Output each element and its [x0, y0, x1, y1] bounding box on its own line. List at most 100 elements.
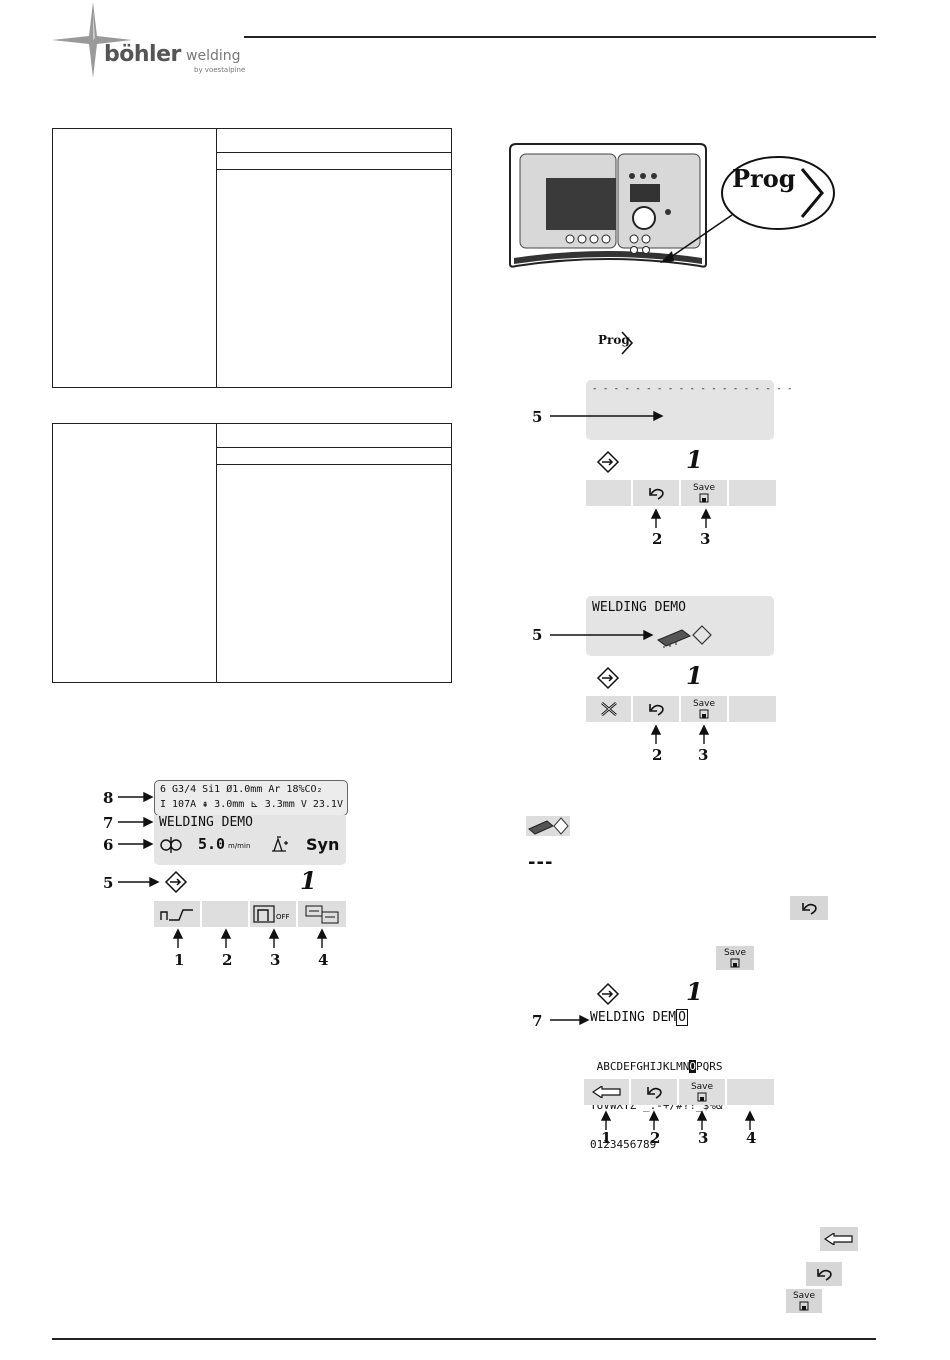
callout-3: 3: [698, 746, 709, 764]
prog-callout-bubble: [660, 156, 835, 263]
demo-program-name: WELDING DEMO: [592, 600, 686, 615]
status-line-1: 6 G3/4 Si1 Ø1.0mm Ar 18%CO₂: [160, 784, 323, 795]
callout-3: 3: [700, 530, 711, 548]
softkey-1[interactable]: [586, 480, 633, 506]
empty-softkey-bar: Save: [586, 480, 776, 506]
floppy-icon: [699, 493, 709, 502]
callout-2: 2: [222, 951, 233, 969]
brand-logo: böhler welding by voestalpine: [52, 2, 252, 78]
torch-icon: [272, 836, 288, 852]
hot-start-icon: [160, 909, 193, 921]
callout-2: 2: [650, 1129, 661, 1147]
undo-icon: [817, 1269, 832, 1281]
softkey-1[interactable]: [154, 901, 202, 927]
empty-callout-arrows: [550, 410, 712, 528]
undo-icon: [649, 488, 664, 500]
callout-7: 7: [103, 814, 114, 832]
job-menu-icon: [305, 905, 339, 924]
char-picker: ABCDEFGHIJKLMNOPQRS TUVWXYZ _.-+/#?!_$%&…: [590, 1034, 729, 1164]
svg-text:OFF: OFF: [276, 913, 290, 921]
brand-suffix: welding: [186, 48, 241, 64]
callout-8: 8: [103, 789, 114, 807]
softkey-2[interactable]: [202, 901, 250, 927]
callout-3: 3: [270, 951, 281, 969]
softkey-undo[interactable]: [631, 1079, 679, 1105]
save-key-icon[interactable]: Save: [716, 946, 754, 970]
brand-name: böhler: [104, 42, 181, 67]
undo-icon: [802, 903, 817, 915]
footer-rule: [52, 1338, 876, 1340]
undo-icon: [649, 704, 664, 716]
softkey-undo[interactable]: [633, 480, 681, 506]
save-key-icon[interactable]: Save: [786, 1289, 822, 1313]
enter-icon: [596, 982, 620, 1006]
status-line-2: I 107A ⇞ 3.0mm ⊾ 3.3mm V 23.1V: [160, 799, 343, 810]
empty-program-display: - - - - - - - - - - - - - - - - - - -: [586, 380, 792, 440]
callout-2: 2: [652, 530, 663, 548]
edit-name-text: WELDING DEM: [590, 1010, 677, 1025]
softkey-4[interactable]: [727, 1079, 774, 1105]
program-digit: 1: [686, 445, 703, 474]
undo-icon: [647, 1087, 662, 1099]
floppy-icon: [799, 1301, 809, 1310]
softkey-undo[interactable]: [633, 696, 681, 722]
delete-icon: [600, 702, 617, 716]
wire-speed-unit: m/min: [228, 842, 251, 850]
brand-sub: by voestalpine: [194, 66, 246, 74]
memory-chip-icon: [657, 625, 712, 648]
char-row-1[interactable]: ABCDEFGHIJKLMNOPQRS: [590, 1060, 723, 1073]
enter-icon: [596, 450, 620, 474]
softkey-4[interactable]: [298, 901, 346, 927]
demo-callout-arrows: [550, 629, 710, 744]
callout-5: 5: [532, 408, 543, 426]
demo-program-display: WELDING DEMO: [586, 596, 774, 656]
callout-7: 7: [532, 1012, 543, 1030]
softkey-delete[interactable]: [586, 696, 633, 722]
softkey-4[interactable]: [729, 696, 776, 722]
main-program-name: WELDING DEMO: [159, 815, 253, 830]
machine-panel-illustration: [509, 143, 707, 268]
main-softkey-bar: OFF: [154, 901, 346, 927]
callout-3: 3: [698, 1129, 709, 1147]
main-display: WELDING DEMO 5.0 m/min Syn: [154, 815, 346, 865]
selected-char[interactable]: O: [689, 1060, 696, 1073]
undo-key-icon[interactable]: [790, 896, 828, 920]
edit-cursor[interactable]: O: [676, 1009, 688, 1026]
main-callout-arrows: [118, 791, 328, 948]
softkey-3[interactable]: OFF: [250, 901, 298, 927]
star-logo-icon: [52, 2, 132, 78]
memory-chip-icon: [526, 816, 570, 836]
prog-button-icon: Prog: [598, 330, 638, 356]
backspace-key-icon[interactable]: [820, 1227, 858, 1251]
softkey-save[interactable]: Save: [681, 480, 729, 506]
prog-bubble-label: Prog: [732, 164, 796, 193]
program-digit: 1: [300, 866, 317, 895]
header-rule: [244, 36, 876, 38]
program-digit: 1: [686, 977, 703, 1006]
callout-5: 5: [532, 626, 543, 644]
empty-dashes: - - - - - - - - - - - - - - - - - - -: [592, 384, 793, 394]
mode-label: Syn: [306, 835, 340, 854]
wire-speed-value: 5.0: [198, 835, 226, 853]
softkey-backspace[interactable]: [584, 1079, 631, 1105]
table-1: [52, 128, 452, 388]
softkey-save[interactable]: Save: [681, 696, 729, 722]
wire-feed-icon: [160, 837, 182, 853]
char-row-3[interactable]: 0123456789: [590, 1138, 657, 1151]
backspace-icon: [824, 1233, 853, 1245]
undo-key-icon[interactable]: [806, 1262, 842, 1286]
demo-softkey-bar: Save: [586, 696, 776, 722]
callout-5: 5: [103, 874, 114, 892]
callout-1: 1: [601, 1129, 612, 1147]
softkey-save[interactable]: Save: [679, 1079, 727, 1105]
pulse-off-icon: OFF: [253, 905, 290, 923]
legend-dashes: ---: [528, 852, 554, 873]
softkey-4[interactable]: [729, 480, 776, 506]
floppy-icon: [697, 1092, 707, 1101]
program-digit: 1: [686, 661, 703, 690]
callout-4: 4: [318, 951, 329, 969]
edit-callout-arrows: [550, 1014, 756, 1130]
callout-1: 1: [174, 951, 185, 969]
table-2: [52, 423, 452, 683]
